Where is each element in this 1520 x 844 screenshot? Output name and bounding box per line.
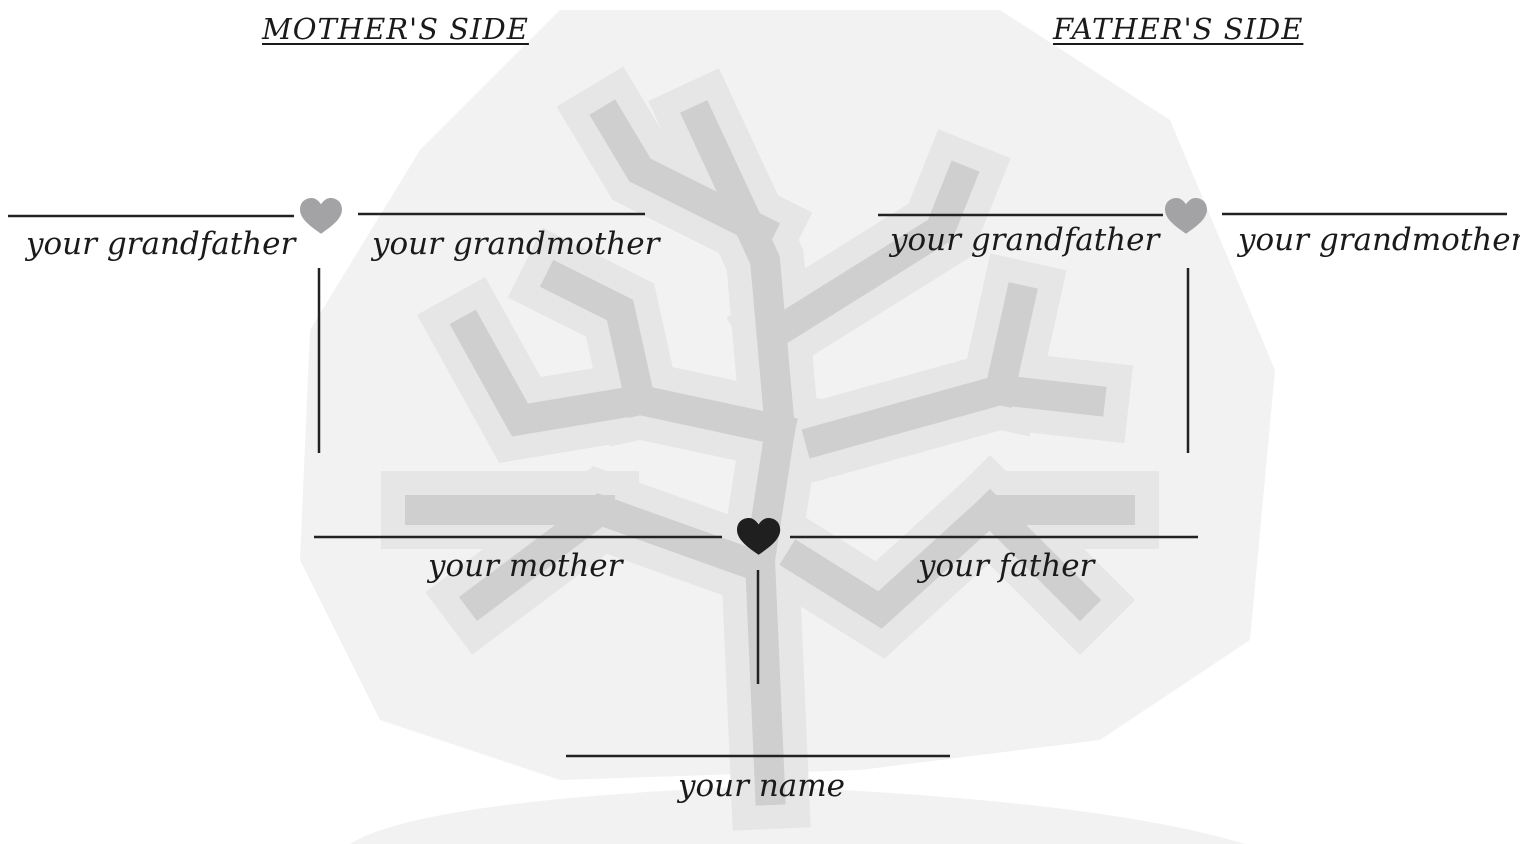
maternal-grandfather-label: your grandfather <box>26 226 295 262</box>
mother-side-title: MOTHER'S SIDE <box>262 12 529 46</box>
paternal-grandmother-label: your grandmother <box>1238 222 1520 258</box>
father-side-title: FATHER'S SIDE <box>1053 12 1303 46</box>
maternal-grandmother-label: your grandmother <box>372 226 659 262</box>
mother-label: your mother <box>428 548 622 584</box>
father-label: your father <box>918 548 1094 584</box>
heart-icon <box>300 198 342 234</box>
self-label: your name <box>678 768 845 804</box>
paternal-grandfather-label: your grandfather <box>890 222 1159 258</box>
